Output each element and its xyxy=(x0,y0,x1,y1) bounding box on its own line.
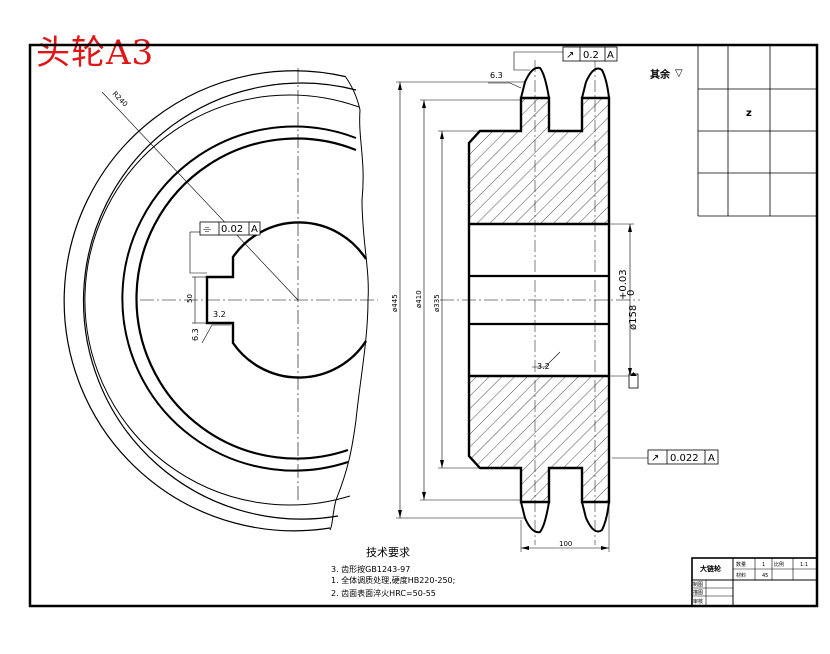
bore-tol-lower: 0 xyxy=(626,290,637,296)
title-block-name: 大链轮 xyxy=(700,564,721,573)
runout-icon: ↗ xyxy=(566,50,574,61)
dia-335-label: ø335 xyxy=(433,294,441,312)
section-view xyxy=(396,51,648,552)
title-block-c3v: 45 xyxy=(762,573,768,579)
requirements-heading: 技术要求 xyxy=(366,546,410,559)
title-block-c1v: 1 xyxy=(762,562,765,568)
parameter-table xyxy=(697,45,817,217)
table-z-label: z xyxy=(746,108,752,119)
r240-label: R240 xyxy=(111,90,129,109)
title-block xyxy=(691,557,818,607)
requirement-item: 3. 齿形按GB1243-97 xyxy=(331,564,410,574)
title-block-r2: 描图 xyxy=(693,589,703,596)
runout-bottom-frame: ↗ 0.022 A xyxy=(647,449,719,465)
keyway-finish-label: 3.2 xyxy=(213,310,226,319)
title-block-c3: 材料 xyxy=(736,572,746,579)
rest-finish-symbol: ▽ xyxy=(675,68,683,79)
symmetry-value: 0.02 xyxy=(221,224,243,235)
dimension-arrows xyxy=(398,82,632,550)
requirement-item: 2. 齿面表面淬火HRC=50-55 xyxy=(331,588,436,598)
requirement-item: 1. 全体调质处理,硬度HB220-250; xyxy=(331,575,455,585)
title-block-c1: 数量 xyxy=(736,561,746,568)
dia-410-label: ø410 xyxy=(415,290,423,308)
hub-finish-label: 3.2 xyxy=(537,362,550,371)
rest-finish-label: 其余 xyxy=(650,68,671,81)
dia-445-label: ø445 xyxy=(391,294,399,312)
symmetry-icon: ⌯ xyxy=(203,224,211,235)
title-block-r3: 审核 xyxy=(693,598,703,605)
title-block-c2: 比例 xyxy=(774,561,784,568)
width-100-label: 100 xyxy=(559,540,572,548)
runout-top-frame: ↗ 0.2 A xyxy=(562,46,618,62)
drawing-title: 头轮A3 xyxy=(36,33,155,73)
bore-side-finish-label: 6.3 xyxy=(191,328,200,341)
runout-bottom-icon: ↗ xyxy=(651,453,659,464)
keyway-width-label: 50 xyxy=(186,294,194,303)
bore-tol-upper: +0.03 xyxy=(618,269,629,300)
end-view xyxy=(63,68,378,532)
runout-bottom-datum: A xyxy=(708,453,715,464)
bore-dia-label: ø158 xyxy=(628,305,639,330)
runout-top-value: 0.2 xyxy=(583,50,599,61)
drawing-frame xyxy=(28,43,819,608)
runout-top-datum: A xyxy=(607,50,614,61)
runout-bottom-value: 0.022 xyxy=(670,453,699,464)
symmetry-datum: A xyxy=(251,224,258,235)
title-block-c2v: 1:1 xyxy=(800,562,808,568)
title-block-r1: 制图 xyxy=(693,581,703,588)
tooth-finish-label: 6.3 xyxy=(490,71,503,80)
symmetry-tolerance-frame: ⌯ 0.02 A xyxy=(199,221,261,236)
